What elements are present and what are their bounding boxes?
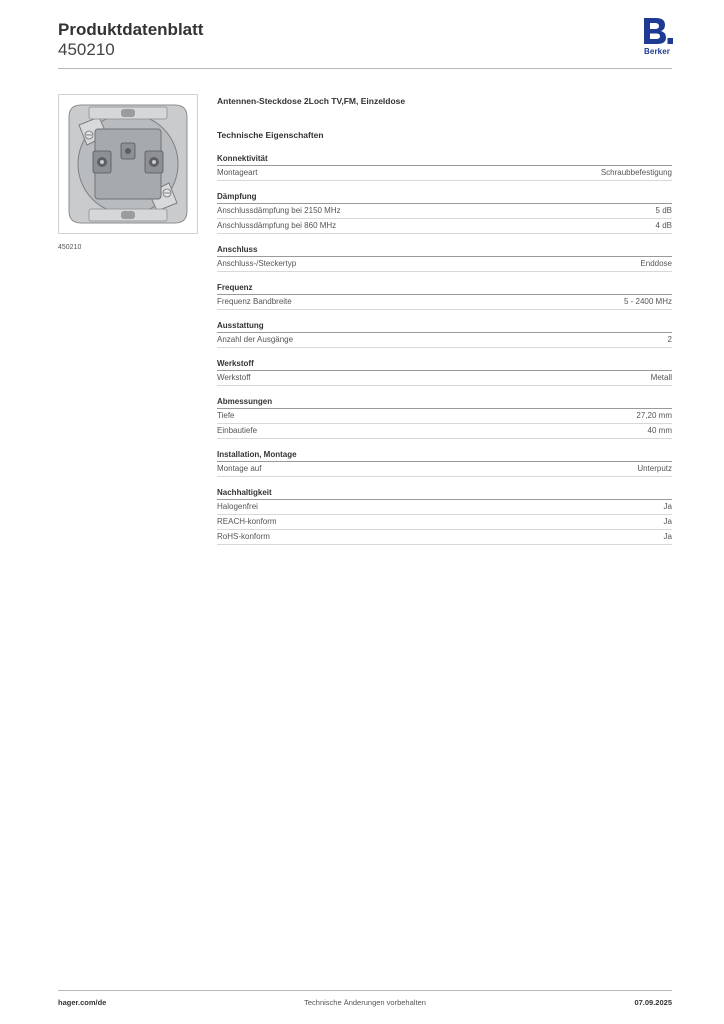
row-label: REACH-konform <box>217 517 277 526</box>
row-label: Halogenfrei <box>217 502 258 511</box>
table-row: Anzahl der Ausgänge 2 <box>217 333 672 348</box>
product-details: Antennen-Steckdose 2Loch TV,FM, Einzeldo… <box>217 95 672 545</box>
page-footer: Technische Änderungen vorbehalten hager.… <box>58 998 672 1010</box>
section-title: Abmessungen <box>217 396 672 409</box>
section-frequenz: Frequenz Frequenz Bandbreite 5 - 2400 MHz <box>217 282 672 310</box>
section-title: Konnektivität <box>217 153 672 166</box>
row-label: Anschluss-/Steckertyp <box>217 259 297 268</box>
footer-website-link[interactable]: hager.com/de <box>58 998 107 1007</box>
table-row: Anschluss-/Steckertyp Enddose <box>217 257 672 272</box>
row-label: Tiefe <box>217 411 235 420</box>
row-value: 2 <box>667 335 672 344</box>
row-value: 40 mm <box>647 426 672 435</box>
row-label: Werkstoff <box>217 373 251 382</box>
row-value: Ja <box>663 532 672 541</box>
section-title: Frequenz <box>217 282 672 295</box>
row-label: Montageart <box>217 168 258 177</box>
row-value: 4 dB <box>655 221 672 230</box>
row-value: Metall <box>650 373 672 382</box>
image-caption: 450210 <box>58 244 82 251</box>
section-title: Anschluss <box>217 244 672 257</box>
section-title: Ausstattung <box>217 320 672 333</box>
article-number: 450210 <box>58 40 115 59</box>
table-row: Montage auf Unterputz <box>217 462 672 477</box>
footer-disclaimer: Technische Änderungen vorbehalten <box>304 998 426 1007</box>
section-konnektivitaet: Konnektivität Montageart Schraubbefestigu… <box>217 153 672 181</box>
row-value: Ja <box>663 517 672 526</box>
product-image <box>58 94 198 234</box>
section-abmessungen: Abmessungen Tiefe 27,20 mm Einbautiefe 40 … <box>217 396 672 439</box>
footer-date: 07.09.2025 <box>634 998 672 1007</box>
section-ausstattung: Ausstattung Anzahl der Ausgänge 2 <box>217 320 672 348</box>
row-label: Anzahl der Ausgänge <box>217 335 294 344</box>
antenna-socket-illustration <box>59 95 197 233</box>
document-title: Produktdatenblatt <box>58 20 204 39</box>
table-row: Werkstoff Metall <box>217 371 672 386</box>
row-value: Ja <box>663 502 672 511</box>
section-title: Werkstoff <box>217 358 672 371</box>
section-installation-montage: Installation, Montage Montage auf Unterpu… <box>217 449 672 477</box>
footer-divider <box>58 990 672 991</box>
table-row: Montageart Schraubbefestigung <box>217 166 672 181</box>
section-title: Installation, Montage <box>217 449 672 462</box>
row-label: Einbautiefe <box>217 426 258 435</box>
berker-logo: Berker <box>640 16 674 56</box>
row-label: Frequenz Bandbreite <box>217 297 292 306</box>
table-row: REACH-konform Ja <box>217 515 672 530</box>
row-label: Montage auf <box>217 464 262 473</box>
table-row: RoHS-konform Ja <box>217 530 672 545</box>
section-anschluss: Anschluss Anschluss-/Steckertyp Enddose <box>217 244 672 272</box>
berker-logo-text: Berker <box>644 47 670 56</box>
berker-logo-icon <box>644 18 673 44</box>
row-label: Anschlussdämpfung bei 860 MHz <box>217 221 337 230</box>
table-row: Anschlussdämpfung bei 860 MHz 4 dB <box>217 219 672 234</box>
section-daempfung: Dämpfung Anschlussdämpfung bei 2150 MHz 5… <box>217 191 672 234</box>
table-row: Tiefe 27,20 mm <box>217 409 672 424</box>
section-title: Nachhaltigkeit <box>217 487 672 500</box>
document-header: Produktdatenblatt 450210 <box>58 20 203 60</box>
row-value: 27,20 mm <box>636 411 672 420</box>
table-row: Halogenfrei Ja <box>217 500 672 515</box>
table-row: Anschlussdämpfung bei 2150 MHz 5 dB <box>217 204 672 219</box>
product-title: Antennen-Steckdose 2Loch TV,FM, Einzeldo… <box>217 96 406 106</box>
row-label: RoHS-konform <box>217 532 270 541</box>
header-divider <box>58 68 672 69</box>
table-row: Frequenz Bandbreite 5 - 2400 MHz <box>217 295 672 310</box>
section-title: Dämpfung <box>217 191 672 204</box>
row-value: Schraubbefestigung <box>600 168 672 177</box>
row-value: 5 dB <box>655 206 672 215</box>
technical-properties-heading: Technische Eigenschaften <box>217 130 324 140</box>
row-value: Unterputz <box>637 464 672 473</box>
row-label: Anschlussdämpfung bei 2150 MHz <box>217 206 341 215</box>
row-value: Enddose <box>640 259 672 268</box>
row-value: 5 - 2400 MHz <box>623 297 672 306</box>
table-row: Einbautiefe 40 mm <box>217 424 672 439</box>
